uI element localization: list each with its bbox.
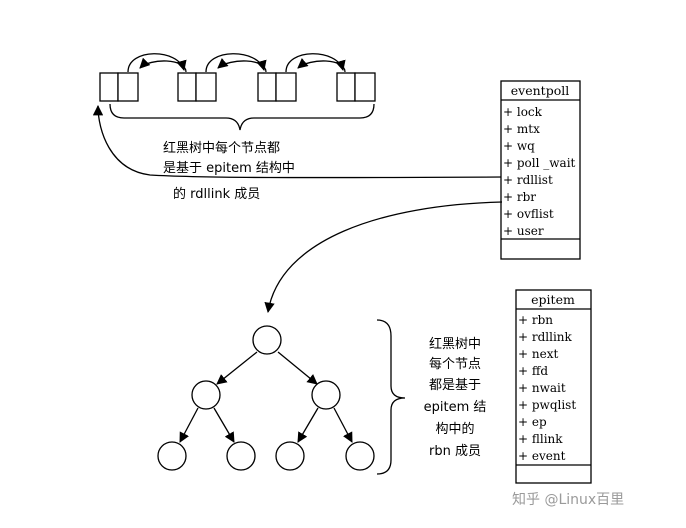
epitem-field: + rdllink [518, 330, 573, 344]
list-link-back-1 [139, 57, 187, 73]
tree-node [157, 441, 187, 471]
tree-node [345, 441, 375, 471]
eventpoll-field: + user [503, 224, 544, 238]
epitem-field: + ep [518, 415, 547, 429]
watermark: 知乎 @Linux百里 [512, 491, 624, 508]
tree-note-line6: rbn 成员 [429, 444, 481, 459]
tree-edge [333, 407, 353, 443]
tree-node [191, 380, 221, 410]
epitem-title: epitem [531, 292, 575, 307]
eventpoll-struct: eventpoll + lock + mtx + wq + poll _wait… [500, 80, 581, 260]
tree-node-root [252, 325, 282, 355]
epitem-field: + pwqlist [518, 398, 576, 412]
rdllink-list [99, 53, 376, 131]
tree-edge [213, 407, 235, 443]
eventpoll-field: + wq [503, 139, 535, 153]
eventpoll-field: + ovflist [503, 207, 554, 221]
tree-edge [216, 351, 258, 385]
tree-note-line5: 构中的 [435, 421, 474, 437]
rdllist-arrow [92, 104, 503, 179]
top-note-line3: 的 rdllink 成员 [173, 186, 260, 202]
eventpoll-field: + poll _wait [503, 156, 576, 170]
eventpoll-field: + lock [503, 105, 543, 119]
list-node-1 [99, 72, 139, 102]
list-node-2 [177, 72, 217, 102]
eventpoll-field: + rbr [503, 190, 536, 204]
eventpoll-field: + rdllist [503, 173, 553, 187]
list-brace [109, 103, 375, 131]
tree-edge [277, 351, 318, 385]
epitem-field: + ffd [518, 364, 548, 378]
list-node-4 [336, 72, 376, 102]
tree-note-line2: 每个节点 [429, 356, 481, 372]
tree-node [275, 441, 305, 471]
eventpoll-field: + mtx [503, 122, 540, 136]
rbr-arrow [264, 201, 503, 314]
tree-brace [376, 319, 406, 475]
epitem-field: + event [518, 449, 566, 463]
rb-tree [157, 319, 406, 475]
tree-node [311, 380, 341, 410]
list-node-3 [257, 72, 297, 102]
top-note-line1: 红黑树中每个节点都 [163, 140, 280, 156]
epitem-field: + fllink [518, 432, 563, 446]
top-note-line2: 是基于 epitem 结构中 [163, 161, 295, 176]
tree-edge [297, 407, 319, 443]
eventpoll-title: eventpoll [511, 83, 569, 98]
tree-node [226, 441, 256, 471]
tree-note-line3: 都是基于 [429, 378, 481, 393]
epitem-field: + nwait [518, 381, 566, 395]
tree-edge [179, 407, 199, 443]
epitem-field: + next [518, 347, 558, 361]
tree-note-line4: epitem 结 [424, 400, 487, 415]
epitem-field: + rbn [518, 313, 553, 327]
epitem-struct: epitem + rbn + rdllink + next + ffd + nw… [515, 289, 592, 484]
list-link-back-3 [297, 58, 346, 73]
list-link-back-2 [217, 58, 267, 73]
tree-note-line1: 红黑树中 [429, 336, 481, 352]
